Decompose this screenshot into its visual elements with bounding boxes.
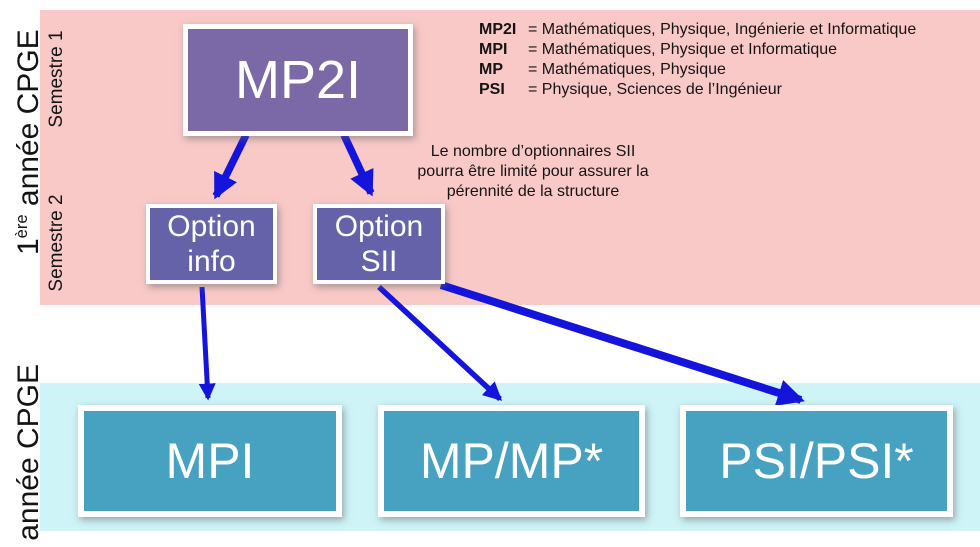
mp-box: MP/MP* — [378, 405, 645, 517]
semestre2-label: Semestre 2 — [46, 194, 67, 292]
legend-abbr-mp: MP — [479, 61, 503, 78]
semestre1-label: Semestre 1 — [46, 30, 67, 128]
year2-label: 2e année CPGE — [4, 364, 45, 547]
psi-box: PSI/PSI* — [680, 405, 953, 517]
year1-label-text: année CPGE — [12, 29, 45, 215]
legend-row-mpi: MPI = Mathématiques, Physique et Informa… — [479, 40, 916, 60]
option-info-line2: info — [187, 245, 236, 278]
mp-box-label: MP/MP* — [419, 433, 604, 489]
sii-limit-note-line1: Le nombre d’optionnaires SII — [430, 143, 636, 160]
psi-box-label: PSI/PSI* — [719, 433, 914, 489]
year1-label-superscript: ère — [13, 214, 31, 239]
option-sii-line1: Option — [334, 210, 424, 243]
year1-label-number: 1 — [12, 238, 45, 255]
legend-def-mp: = Mathématiques, Physique — [528, 61, 726, 78]
mpi-box: MPI — [78, 405, 342, 517]
legend-def-mp2i: = Mathématiques, Physique, Ingénierie et… — [528, 21, 917, 38]
legend-abbr-mp2i: MP2I — [479, 21, 517, 38]
abbreviations-legend: MP2I = Mathématiques, Physique, Ingénier… — [479, 20, 916, 100]
legend-row-psi: PSI = Physique, Sciences de l’Ingénieur — [479, 80, 916, 100]
legend-row-mp: MP = Mathématiques, Physique — [479, 60, 916, 80]
option-info-line1: Option — [167, 210, 256, 243]
year2-label-text: année CPGE — [12, 364, 45, 547]
legend-def-mpi: = Mathématiques, Physique et Informatiqu… — [528, 41, 838, 58]
legend-abbr-mpi: MPI — [479, 41, 508, 58]
legend-abbr-psi: PSI — [479, 81, 505, 98]
sii-limit-note: Le nombre d’optionnaires SII pourra être… — [383, 142, 683, 202]
legend-row-mp2i: MP2I = Mathématiques, Physique, Ingénier… — [479, 20, 916, 40]
mpi-box-label: MPI — [165, 433, 255, 489]
mp2i-box: MP2I — [183, 24, 413, 136]
legend-def-psi: = Physique, Sciences de l’Ingénieur — [528, 81, 782, 98]
year1-label: 1ère année CPGE — [4, 29, 45, 255]
option-sii-line2: SII — [360, 245, 398, 278]
sii-limit-note-line3: pérennité de la structure — [446, 183, 620, 200]
mp2i-box-label: MP2I — [234, 50, 362, 110]
sii-limit-note-line2: pourra être limité pour assurer la — [417, 163, 649, 180]
